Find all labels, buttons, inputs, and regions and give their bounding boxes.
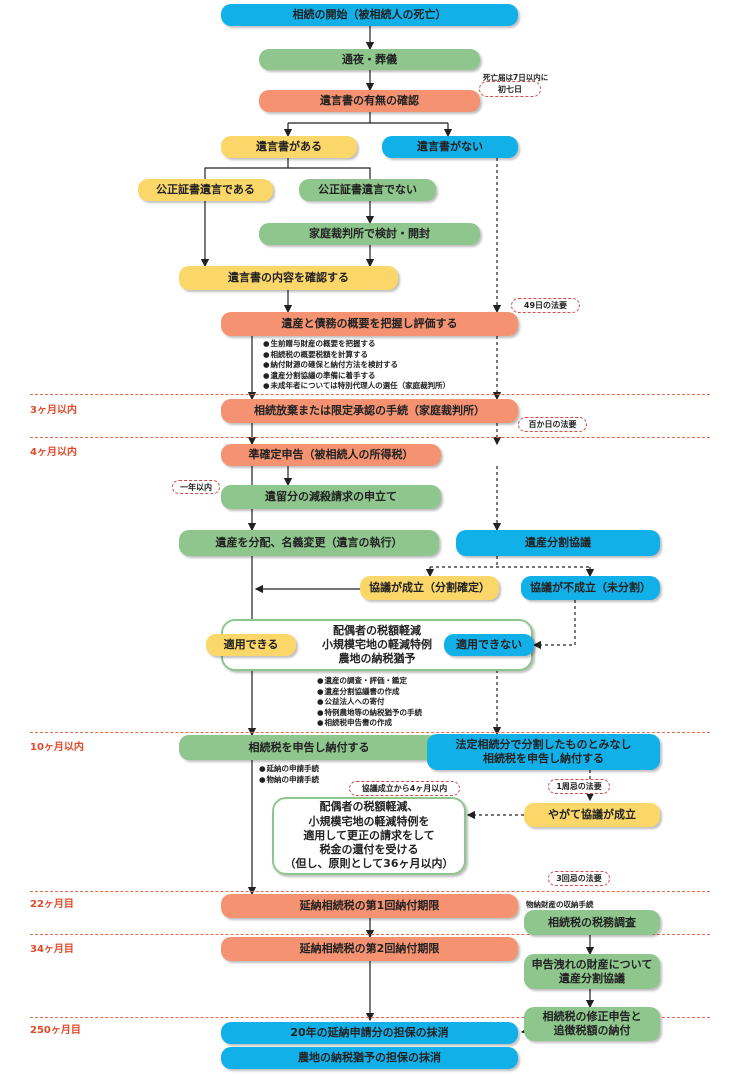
- timeline-divider-10m: [30, 732, 710, 733]
- box-release-farmland: 農地の納税猶予の担保の抹消: [221, 1047, 518, 1069]
- box-will-none: 遺言書がない: [382, 136, 518, 158]
- note-item: 相続税の概要税額を計算する: [263, 350, 450, 361]
- timeline-label-250m: 250ヶ月目: [30, 1025, 81, 1036]
- callout-100-day: 百か日の法要: [518, 417, 587, 432]
- box-amended-return: 相続税の修正申告と 追徴税額の納付: [524, 1007, 660, 1041]
- correction-line-4: 税金の還付を受ける: [319, 843, 419, 857]
- box-reserved-claim: 遺留分の減殺請求の申立て: [221, 485, 441, 509]
- legal-share-line-1: 法定相続分で分割したものとみなし: [455, 738, 632, 752]
- correction-line-2: 小規模宅地の軽減特例を: [308, 814, 430, 828]
- box-not-notarized: 公正証書遺言でない: [299, 179, 436, 201]
- box-applicable: 適用できる: [206, 634, 296, 656]
- box-notarized: 公正証書遺言である: [138, 179, 273, 201]
- note-item: 生前贈与財産の概要を把握する: [263, 339, 450, 350]
- note-item: 未成年者については特別代理人の選任（家庭裁判所）: [263, 381, 451, 392]
- box-tax-audit: 相続税の税務調査: [524, 910, 660, 935]
- box-first-installment: 延納相続税の第1回納付期限: [221, 894, 518, 918]
- amended-line-1: 相続税の修正申告と: [542, 1010, 642, 1024]
- box-distribute: 遺産を分配、名義変更（遺言の執行）: [179, 530, 439, 556]
- timeline-label-4m: 4ヶ月以内: [30, 447, 77, 458]
- box-confirm-will: 遺言書の内容を確認する: [179, 266, 398, 290]
- box-release-installment: 20年の延納申請分の担保の抹消: [221, 1022, 518, 1044]
- note-item: 遺産分割協議書の作成: [317, 687, 422, 698]
- box-assess-assets: 遺産と債務の概要を把握し評価する: [221, 312, 518, 336]
- box-will-exists: 遺言書がある: [221, 136, 357, 158]
- box-renounce: 相続放棄または限定承認の手続（家庭裁判所）: [221, 399, 518, 423]
- note-item: 遺産分割協議の準備に着手する: [263, 371, 450, 382]
- callout-death-notice-note: 死亡届は7日以内に: [483, 73, 549, 82]
- note-item: 相続税申告書の作成: [317, 718, 422, 729]
- special-provision-farmland: 農地の納税猶予: [338, 652, 416, 666]
- special-provision-spouse: 配偶者の税額軽減: [333, 623, 421, 637]
- callout-first-anniversary: 1周忌の法要: [548, 779, 610, 794]
- box-wake: 通夜・葬儀: [259, 49, 480, 70]
- amended-line-2: 追徴税額の納付: [553, 1024, 631, 1037]
- timeline-divider-4m: [30, 437, 710, 438]
- box-file-pay: 相続税を申告し納付する: [179, 735, 439, 760]
- box-quasi-return: 準確定申告（被相続人の所得税）: [221, 444, 441, 466]
- callout-49-day: 49日の法要: [511, 298, 580, 313]
- omitted-line-2: 遺産分割協議: [558, 971, 625, 985]
- box-start: 相続の開始（被相続人の死亡）: [221, 4, 518, 26]
- box-agree-no: 協議が不成立（未分割）: [521, 576, 660, 600]
- timeline-label-3m: 3ヶ月以内: [30, 405, 77, 416]
- note-item: 物納の申請手続: [259, 775, 320, 786]
- box-family-court: 家庭裁判所で検討・開封: [259, 223, 480, 245]
- box-agree-yes: 協議が成立（分割確定）: [360, 576, 499, 600]
- note-item: 延納の申請手続: [259, 764, 320, 775]
- correction-line-5: （但し、原則として36ヶ月以内）: [284, 857, 454, 871]
- box-eventually-agree: やがて協議が成立: [524, 803, 660, 827]
- box-will-check: 遺言書の有無の確認: [259, 90, 480, 112]
- label-in-kind-procedure: 物納財産の収納手続: [526, 900, 594, 909]
- box-second-installment: 延納相続税の第2回納付期限: [221, 937, 518, 961]
- timeline-divider-250m: [30, 1017, 710, 1018]
- box-legal-share: 法定相続分で分割したものとみなし 相続税を申告し納付する: [427, 734, 660, 770]
- special-provision-smallland: 小規模宅地の軽減特例: [322, 637, 432, 651]
- callout-third-anniversary: 3回忌の法要: [548, 871, 610, 886]
- box-correction-claim: 配偶者の税額軽減、 小規模宅地の軽減特例を 適用して更正の請求をして 税金の還付…: [272, 797, 466, 875]
- correction-line-1: 配偶者の税額軽減、: [319, 800, 419, 814]
- timeline-divider-22m: [30, 891, 710, 892]
- box-not-applicable: 適用できない: [444, 634, 534, 656]
- box-division-talk: 遺産分割協議: [456, 530, 660, 556]
- note-item: 遺産の調査・評価・鑑定: [317, 676, 422, 687]
- timeline-label-22m: 22ヶ月目: [30, 899, 74, 910]
- timeline-divider-3m: [30, 394, 710, 395]
- callout-within-year: 一年以内: [172, 480, 220, 494]
- correction-line-3: 適用して更正の請求をして: [303, 828, 435, 842]
- callout-within-4-months: 協議成立から4ヶ月以内: [349, 781, 460, 796]
- notes-division: 遺産の調査・評価・鑑定 遺産分割協議書の作成 公益法人への寄付 特例農地等の納税…: [317, 676, 423, 729]
- notes-assess: 生前贈与財産の概要を把握する 相続税の概要税額を計算する 納付財源の確保と納付方…: [263, 339, 451, 392]
- timeline-divider-34m: [30, 934, 710, 935]
- note-item: 公益法人への寄付: [317, 697, 422, 708]
- timeline-label-10m: 10ヶ月以内: [30, 742, 84, 753]
- legal-share-line-2: 相続税を申告し納付する: [483, 752, 604, 765]
- omitted-line-1: 申告洩れの財産について: [531, 957, 653, 971]
- note-item: 納付財源の確保と納付方法を検討する: [263, 360, 450, 371]
- callout-seventh-day: 初七日: [479, 81, 541, 97]
- note-item: 特例農地等の納税猶予の手続: [317, 708, 423, 719]
- timeline-label-34m: 34ヶ月目: [30, 944, 74, 955]
- notes-file: 延納の申請手続 物納の申請手続: [259, 764, 320, 786]
- box-omitted-assets: 申告洩れの財産について 遺産分割協議: [524, 954, 660, 989]
